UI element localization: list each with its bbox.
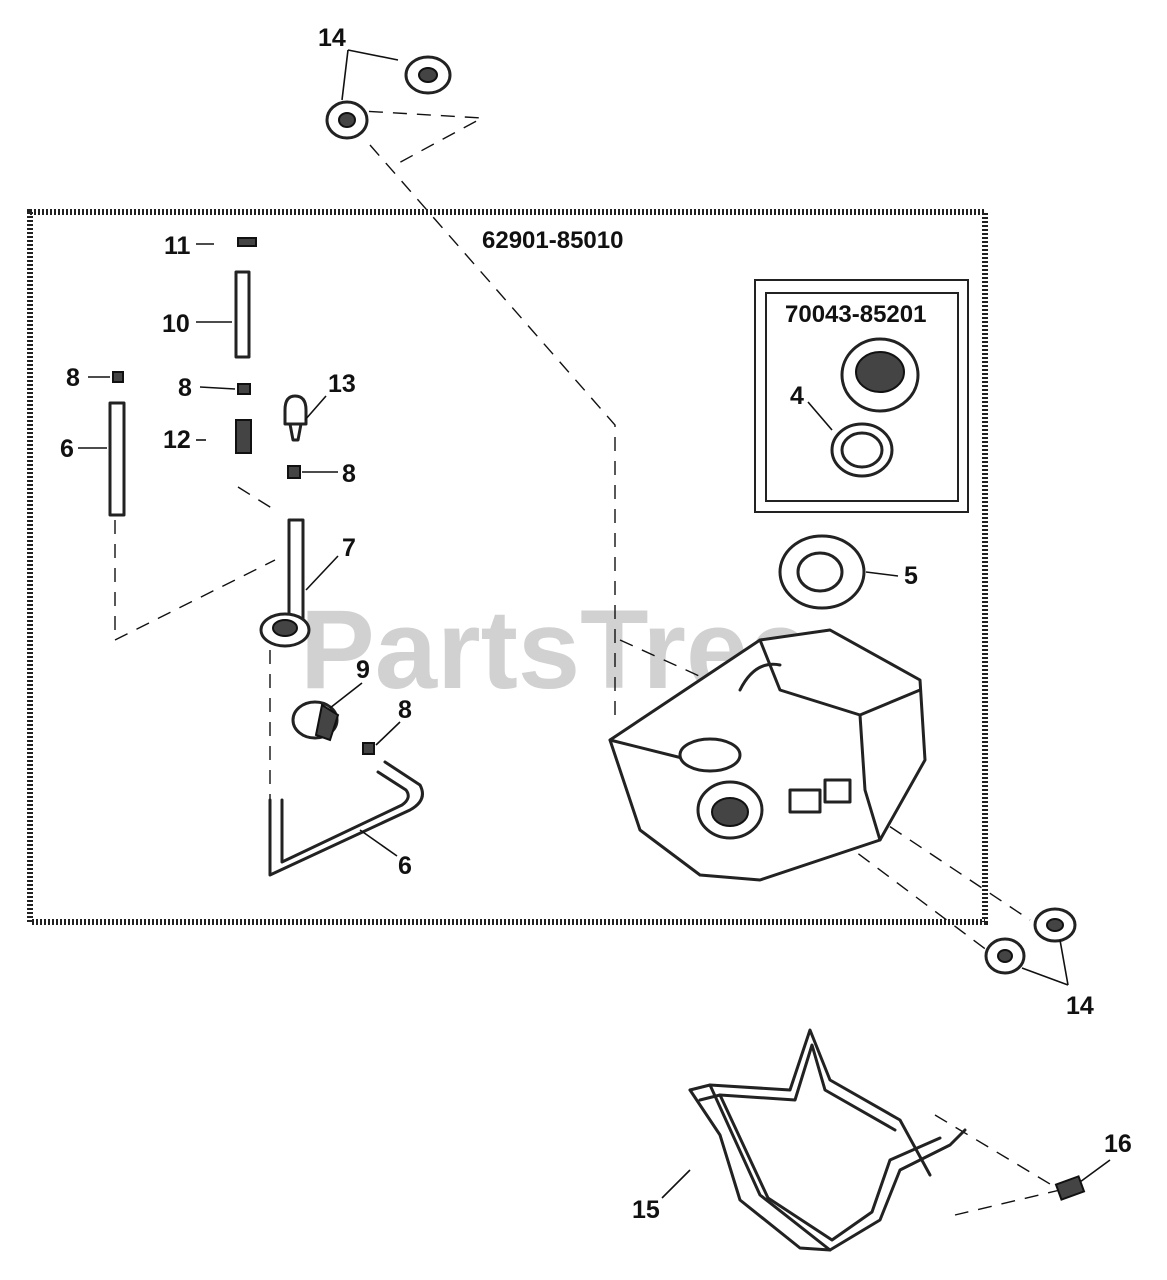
- part-6-bent-hose-inner: [280, 770, 410, 864]
- callout-8: 8: [342, 460, 356, 488]
- leader-15: [661, 1169, 691, 1199]
- callout-16: 16: [1104, 1130, 1132, 1158]
- callout-6: 6: [398, 852, 412, 880]
- callout-15: 15: [632, 1196, 660, 1224]
- assembly-line-filter: [237, 486, 279, 513]
- kit-label-outer: 62901-85010: [482, 227, 623, 254]
- callout-10: 10: [162, 310, 190, 338]
- fuel-tank: [608, 628, 927, 882]
- part-8-clamp: [237, 383, 251, 395]
- leader-6b: [359, 829, 398, 857]
- part-5-ring: [778, 534, 866, 610]
- leader-5: [865, 571, 899, 577]
- callout-12: 12: [163, 426, 191, 454]
- part-15-bracket: [688, 1028, 967, 1252]
- assembly-line-bracket: [934, 1114, 1062, 1216]
- callout-5: 5: [904, 562, 918, 590]
- part-10-tube: [234, 270, 251, 359]
- callout-6: 6: [60, 435, 74, 463]
- callout-9: 9: [356, 656, 370, 684]
- part-5-ring-inner: [796, 551, 844, 593]
- kit-label-inner: 70043-85201: [785, 301, 926, 328]
- part-11-clip: [237, 237, 257, 247]
- callout-11: 11: [164, 232, 191, 260]
- assembly-line-top: [344, 109, 616, 720]
- part-4-gasket-inner: [840, 431, 884, 469]
- leader-4: [807, 401, 833, 431]
- callout-8: 8: [398, 696, 412, 724]
- callout-14: 14: [318, 24, 346, 52]
- callout-8: 8: [178, 374, 192, 402]
- part-6-bent-hose: [268, 760, 424, 877]
- leader-7: [305, 555, 339, 591]
- callout-7: 7: [342, 534, 356, 562]
- leader-14-right: [1021, 939, 1069, 986]
- kit-frame-inner: [765, 292, 959, 502]
- callout-4: 4: [790, 382, 804, 410]
- part-13-weight-tip: [288, 422, 303, 442]
- part-16-bolt: [1054, 1175, 1086, 1201]
- part-13-weight: [283, 394, 308, 426]
- leader-9: [329, 682, 363, 709]
- callout-14: 14: [1066, 992, 1094, 1020]
- part-6-fuel-line: [108, 401, 126, 517]
- callout-13: 13: [328, 370, 356, 398]
- leader-8b: [199, 386, 236, 390]
- leader-13: [304, 395, 327, 421]
- grommet-part: [325, 55, 452, 140]
- part-8-clamp: [362, 742, 375, 755]
- part-4-cap-top: [855, 351, 905, 393]
- kit-frame-inner-outer-line: [754, 279, 969, 513]
- leader-16: [1079, 1159, 1111, 1183]
- part-7-grommet-center: [272, 619, 298, 637]
- part-8-clamp: [287, 465, 301, 479]
- assembly-line-left: [114, 520, 276, 642]
- part-9-fitting-thread: [314, 703, 340, 742]
- leader-8d: [375, 721, 401, 746]
- leader-14-top: [341, 49, 399, 101]
- part-8-clamp: [112, 371, 124, 383]
- callout-8: 8: [66, 364, 80, 392]
- grommet-part: [984, 907, 1077, 975]
- kit-frame-outer: [27, 209, 988, 925]
- part-12-filter: [235, 419, 252, 454]
